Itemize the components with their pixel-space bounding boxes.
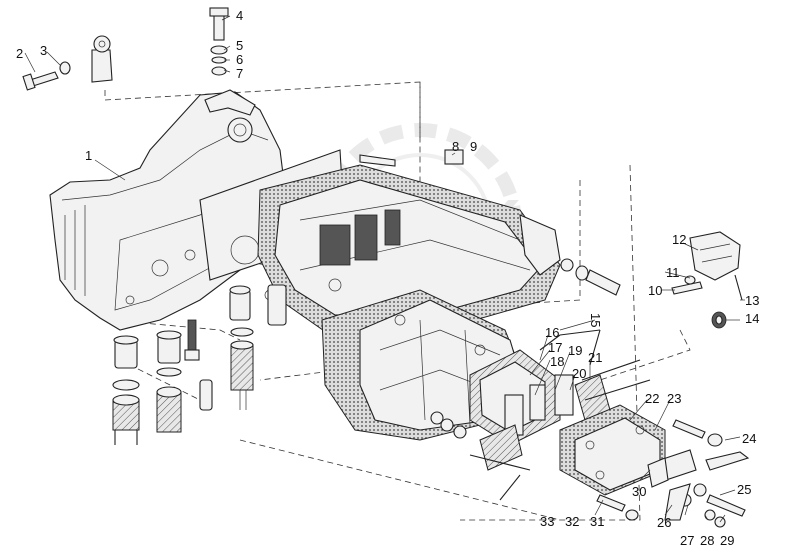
- callout-21: 21: [588, 350, 602, 365]
- callout-31: 31: [590, 514, 604, 529]
- callout-6: 6: [236, 52, 243, 67]
- connector-parts: [671, 231, 743, 329]
- callout-33: 33: [540, 514, 554, 529]
- leader-lines: [24, 15, 745, 523]
- callout-2: 2: [16, 46, 23, 61]
- callout-18: 18: [550, 354, 564, 369]
- callout-10: 10: [648, 283, 662, 298]
- callout-14: 14: [745, 311, 759, 326]
- callout-16: 16: [545, 325, 559, 340]
- callout-28: 28: [700, 533, 714, 548]
- callout-5: 5: [236, 38, 243, 53]
- callout-4: 4: [236, 8, 243, 23]
- bolt-8-9: [359, 149, 464, 167]
- callout-12: 12: [672, 232, 686, 247]
- callout-25: 25: [737, 482, 751, 497]
- callout-7: 7: [236, 66, 243, 81]
- callout-13: 13: [745, 293, 759, 308]
- callout-1: 1: [85, 148, 92, 163]
- callout-11: 11: [666, 265, 680, 280]
- callout-29: 29: [720, 533, 734, 548]
- callout-labels: 1 2 3 4 5 6 7 8 9 10 11 12 13 14 15 16 1…: [16, 8, 759, 548]
- valve-assembly: [469, 329, 651, 471]
- callout-8: 8: [452, 139, 459, 154]
- callout-23: 23: [667, 391, 681, 406]
- callout-19: 19: [568, 343, 582, 358]
- callout-26: 26: [657, 515, 671, 530]
- cover-22-23: [559, 404, 666, 496]
- callout-24: 24: [742, 431, 756, 446]
- callout-27: 27: [680, 533, 694, 548]
- bolt-right: [560, 258, 621, 296]
- nuts-row: [430, 411, 531, 501]
- callout-32: 32: [565, 514, 579, 529]
- fittings-left: [112, 284, 287, 445]
- callout-22: 22: [645, 391, 659, 406]
- top-fasteners: [22, 7, 229, 91]
- small-parts-24-30: [596, 419, 750, 528]
- callout-3: 3: [40, 43, 47, 58]
- callout-9: 9: [470, 139, 477, 154]
- callout-30: 30: [632, 484, 646, 499]
- callout-15: 15: [588, 313, 603, 327]
- middle-cover-frame: [257, 164, 561, 336]
- callout-20: 20: [572, 366, 586, 381]
- callout-17: 17: [548, 340, 562, 355]
